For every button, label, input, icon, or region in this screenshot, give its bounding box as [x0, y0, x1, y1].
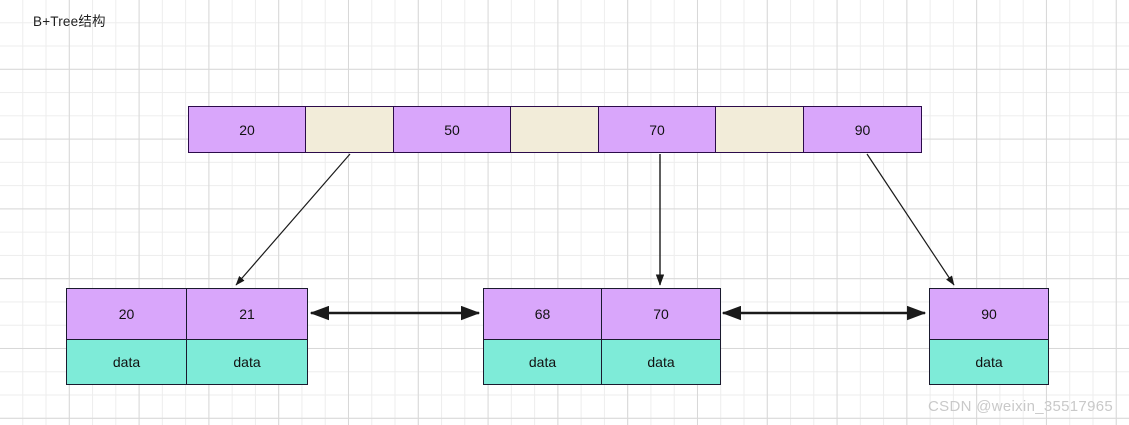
root-cell-pointer-3[interactable] [716, 107, 804, 152]
leaf-node-1-key-0[interactable]: 20 [67, 289, 187, 339]
leaf-node-3-key-0[interactable]: 90 [930, 289, 1048, 339]
leaf-node-2-data-0[interactable]: data [484, 340, 602, 384]
root-cell-key-90[interactable]: 90 [804, 107, 921, 152]
root-cell-key-20[interactable]: 20 [189, 107, 306, 152]
root-cell-key-70[interactable]: 70 [599, 107, 716, 152]
leaf-node-1-data-row: data data [67, 339, 307, 384]
root-cell-pointer-2[interactable] [511, 107, 599, 152]
leaf-node-3-key-row: 90 [930, 289, 1048, 339]
leaf-node-3-data-row: data [930, 339, 1048, 384]
page-title: B+Tree结构 [33, 14, 106, 29]
leaf-node-2-key-0[interactable]: 68 [484, 289, 602, 339]
leaf-node-2-data-row: data data [484, 339, 720, 384]
leaf-node-1-data-1[interactable]: data [187, 340, 307, 384]
leaf-node-2-key-row: 68 70 [484, 289, 720, 339]
leaf-node-2-data-1[interactable]: data [602, 340, 720, 384]
leaf-node-2[interactable]: 68 70 data data [483, 288, 721, 385]
root-node[interactable]: 20 50 70 90 [188, 106, 922, 153]
leaf-node-1-data-0[interactable]: data [67, 340, 187, 384]
leaf-node-1-key-1[interactable]: 21 [187, 289, 307, 339]
root-cell-key-50[interactable]: 50 [394, 107, 511, 152]
root-to-leaf1-pointer-arrow [235, 153, 351, 286]
leaf-node-3-data-0[interactable]: data [930, 340, 1048, 384]
leaf-node-1-key-row: 20 21 [67, 289, 307, 339]
root-cell-pointer-1[interactable] [306, 107, 394, 152]
csdn-watermark: CSDN @weixin_35517965 [928, 398, 1113, 415]
leaf-node-2-key-1[interactable]: 70 [602, 289, 720, 339]
leaf-node-1[interactable]: 20 21 data data [66, 288, 308, 385]
root-to-leaf3-pointer-arrow [866, 153, 955, 286]
leaf-node-3[interactable]: 90 data [929, 288, 1049, 385]
